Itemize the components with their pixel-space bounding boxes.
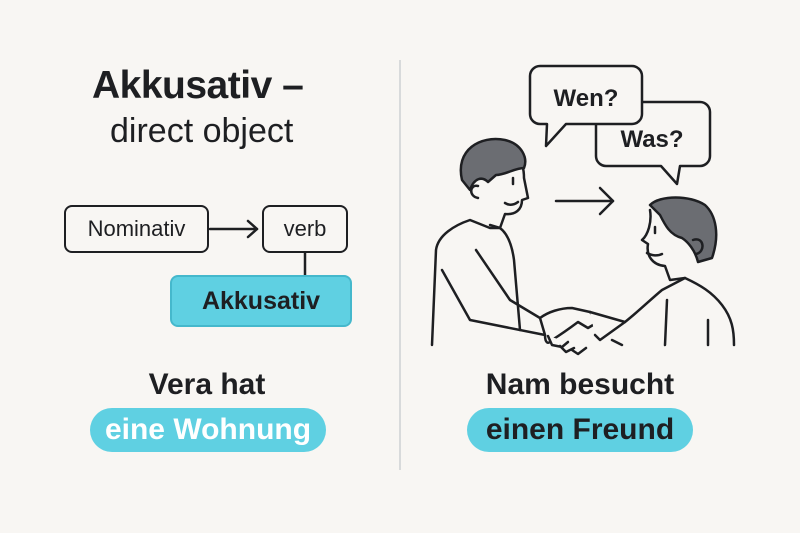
arrow-right-icon <box>208 219 259 239</box>
akkusativ-box: Akkusativ <box>170 275 352 327</box>
left-sentence-start: Vera hat <box>148 368 266 401</box>
handshake-icon <box>538 306 627 356</box>
right-sentence-start: Nam besucht <box>485 368 675 401</box>
speech-bubble-wen <box>528 64 644 148</box>
left-highlighted-object: eine Wohnung <box>90 408 326 452</box>
subtitle: direct object <box>110 112 294 150</box>
nominativ-box: Nominativ <box>64 205 209 253</box>
right-highlighted-object: einen Freund <box>467 408 693 452</box>
person-speaking-icon <box>430 137 547 347</box>
arrow-right-icon <box>554 186 615 216</box>
person-receiving-icon <box>610 196 736 347</box>
verb-box: verb <box>262 205 348 253</box>
panel-divider <box>399 60 401 470</box>
bubble-wen-text: Wen? <box>554 85 619 112</box>
title: Akkusativ – <box>92 64 304 107</box>
bubble-was-text: Was? <box>620 126 683 153</box>
